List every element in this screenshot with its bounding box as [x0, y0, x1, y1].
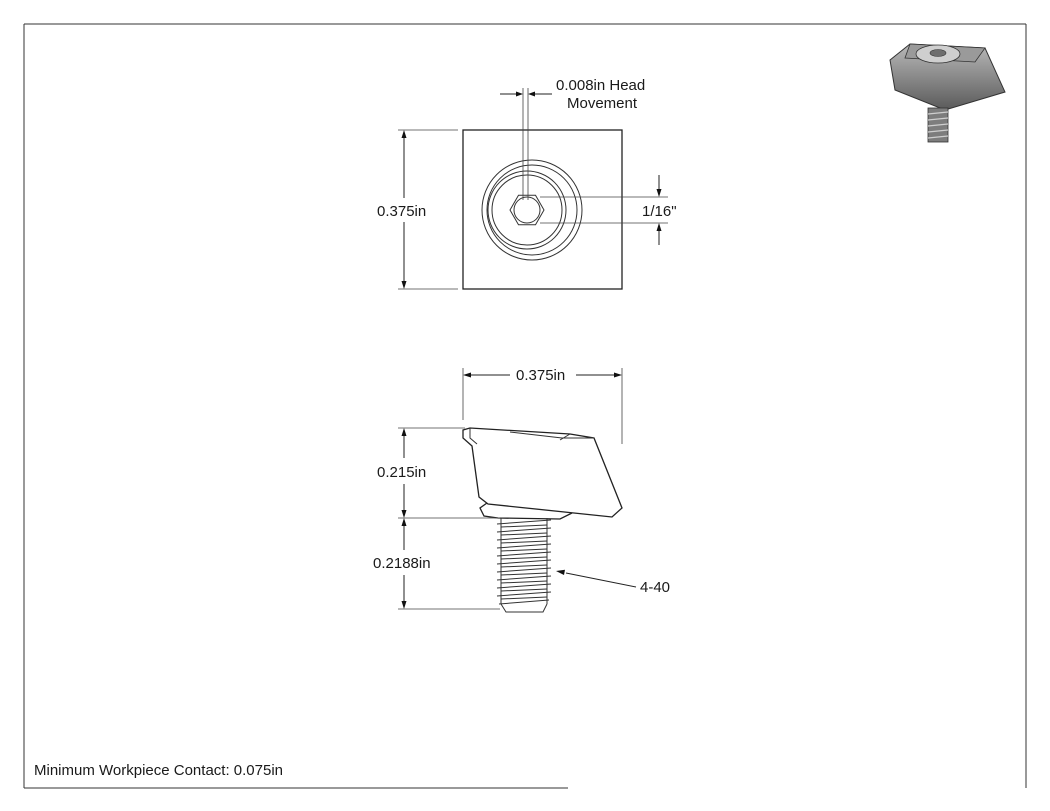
washer-outline — [479, 502, 573, 520]
clamp-body-outline — [462, 129, 623, 290]
threaded-shank — [496, 518, 552, 613]
head-movement-label-2: Movement — [567, 95, 638, 112]
thread-callout: 4-40 — [556, 569, 670, 596]
thread-length-label: 0.2188in — [373, 555, 431, 572]
top-height-label: 0.375in — [377, 203, 426, 220]
clamp-head-outline — [462, 427, 623, 518]
side-width-label: 0.375in — [516, 367, 565, 384]
top-view — [462, 129, 623, 290]
side-view — [462, 427, 623, 613]
hex-socket-icon — [509, 194, 545, 226]
drawing-border — [23, 23, 1027, 789]
offset-label: 1/16" — [642, 203, 677, 220]
head-height-dimension: 0.215in — [377, 427, 500, 519]
head-movement-dimension: 0.008in Head Movement — [500, 77, 645, 200]
washer-outer-circle — [481, 159, 583, 261]
screw-head-inner-circle — [491, 174, 563, 246]
offset-dimension: 1/16" — [540, 175, 677, 245]
screw-head-circle — [487, 170, 567, 250]
thread-callout-label: 4-40 — [640, 579, 670, 596]
head-height-label: 0.215in — [377, 464, 426, 481]
isometric-preview — [889, 43, 1006, 143]
head-movement-label-1: 0.008in Head — [556, 77, 645, 94]
minimum-contact-note: Minimum Workpiece Contact: 0.075in — [34, 762, 283, 779]
thread-length-dimension: 0.2188in — [373, 518, 500, 610]
side-width-dimension: 0.375in — [462, 367, 623, 444]
top-height-dimension: 0.375in — [377, 129, 458, 290]
washer-inner-circle — [486, 164, 578, 256]
